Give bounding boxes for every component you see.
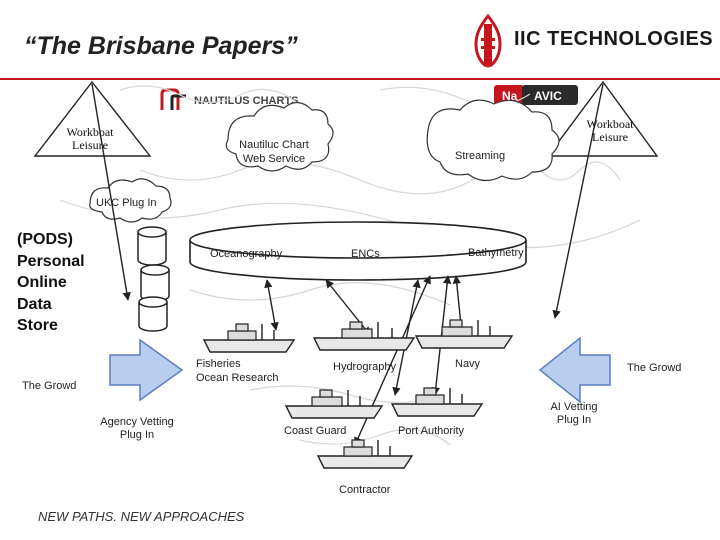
ship-icon xyxy=(316,439,414,469)
bathymetry-label: Bathymetry xyxy=(468,247,524,259)
navic-red-block xyxy=(494,85,524,105)
header-divider xyxy=(0,78,720,80)
database-icon xyxy=(137,226,167,266)
navic-dark-block xyxy=(522,85,578,105)
cloud-icon xyxy=(426,99,560,182)
nautilus-mark-icon xyxy=(160,88,186,110)
workboat-leisure-left: Workboat Leisure xyxy=(56,126,124,152)
ship-icon xyxy=(312,321,416,351)
the-growd-right-label: The Growd xyxy=(627,362,682,374)
arrow-icon xyxy=(325,279,371,336)
flame-logo-icon xyxy=(474,13,502,68)
port-authority-label: Port Authority xyxy=(398,425,465,437)
iic-logo: IIC TECHNOLOGIES xyxy=(466,13,714,68)
arrow-icon xyxy=(91,83,131,301)
footer-tagline: NEW PATHS. NEW APPROACHES xyxy=(38,509,245,524)
ukc-plug-in-label: UKC Plug In xyxy=(96,197,157,209)
agency-vetting-label: Agency Vetting Plug In xyxy=(100,416,174,441)
database-icon xyxy=(189,221,527,281)
the-growd-left-label: The Growd xyxy=(22,380,77,392)
streaming-label: Streaming xyxy=(455,150,506,162)
cloud-icon xyxy=(225,101,334,172)
ship-icon xyxy=(202,323,296,353)
oceanography-label: Oceanography xyxy=(210,248,283,260)
ship-icon xyxy=(284,389,384,419)
nautilus-web-service-label: Nautiluc Chart Web Service xyxy=(239,139,309,165)
company-logo-text: IIC TECHNOLOGIES xyxy=(514,28,714,50)
ai-vetting-label: AI Vetting Plug In xyxy=(550,401,598,426)
arrow-icon xyxy=(538,336,611,404)
contractor-label: Contractor xyxy=(339,484,391,496)
navic-logo: Na AVIC xyxy=(494,84,580,106)
fisheries-label: Fisheries Ocean Research xyxy=(196,358,279,384)
navic-na-text: Na xyxy=(502,89,518,103)
encs-label: ENCs xyxy=(351,248,380,260)
ship-icon xyxy=(414,319,514,349)
label-line: Workboat Leisure xyxy=(66,125,114,152)
hydrography-label: Hydrography xyxy=(333,361,396,373)
pods-label: (PODS) Personal Online Data Store xyxy=(17,231,85,334)
triangle-icon xyxy=(546,80,659,157)
triangle-icon xyxy=(33,80,152,157)
arrow-icon xyxy=(109,338,184,402)
label-line: Workboat Leisure xyxy=(586,117,634,144)
navy-label: Navy xyxy=(455,358,481,370)
database-icon xyxy=(138,296,168,332)
ship-icon xyxy=(390,387,484,417)
database-icon xyxy=(140,264,170,302)
page-title: “The Brisbane Papers” xyxy=(24,32,298,60)
navic-avic-text: AVIC xyxy=(534,89,562,103)
workboat-leisure-right: Workboat Leisure xyxy=(576,118,644,144)
arrow-icon xyxy=(552,83,604,319)
nautilus-logo-text: NAUTILUS CHARTS xyxy=(194,95,299,107)
nautilus-logo: NAUTILUS CHARTS xyxy=(160,88,299,112)
coast-guard-label: Coast Guard xyxy=(284,425,347,437)
arrow-icon xyxy=(264,279,279,331)
